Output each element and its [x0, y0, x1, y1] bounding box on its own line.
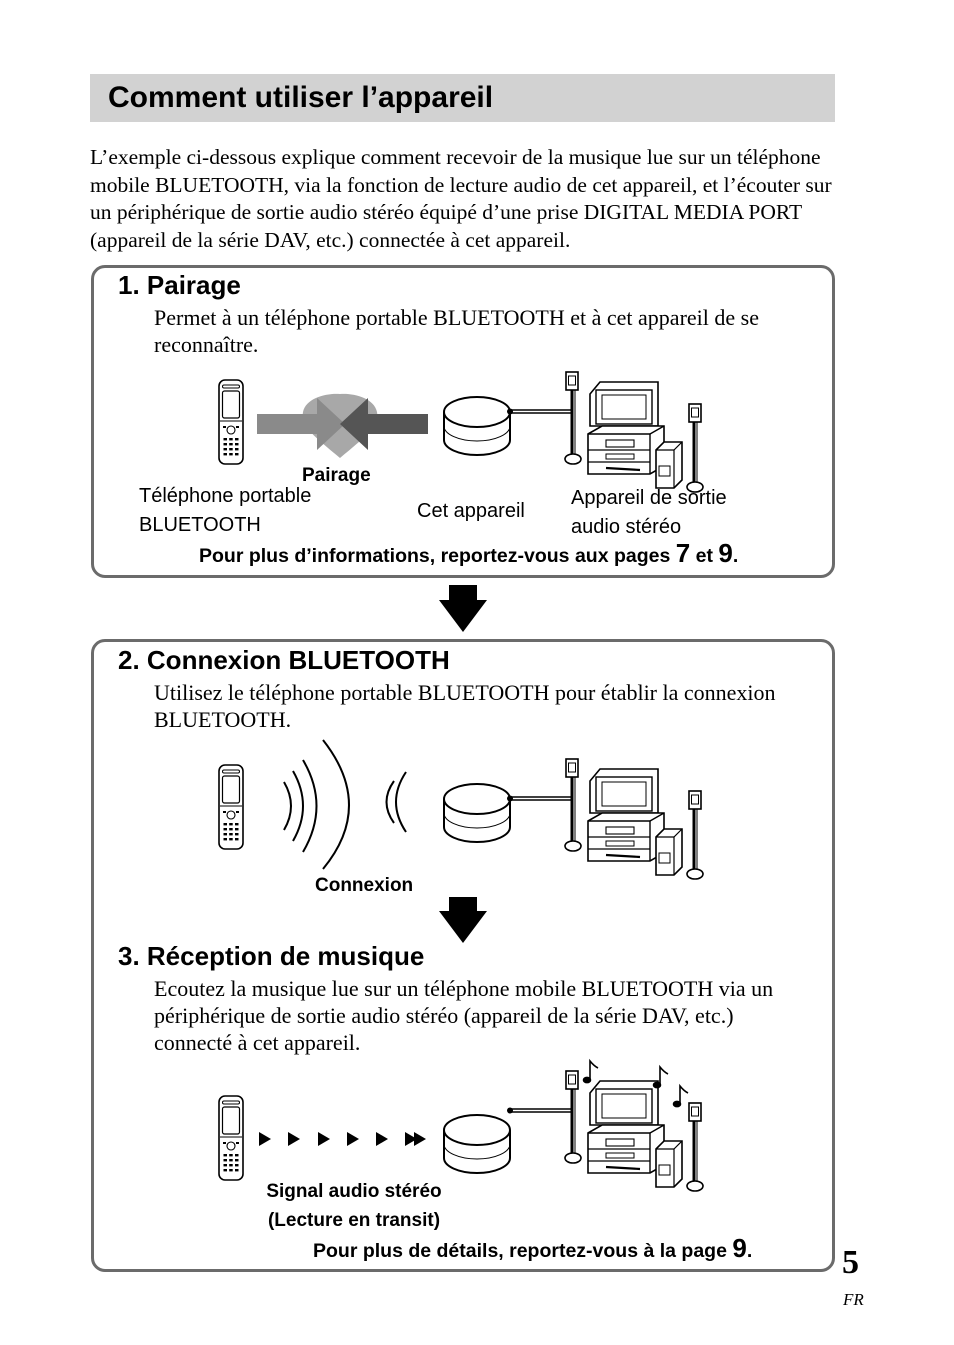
step3-text: Ecoutez la musique lue sur un téléphone …	[154, 976, 774, 1055]
step3-reference-end: .	[746, 1240, 753, 1262]
step2-3-panel	[91, 639, 835, 1272]
step1-reference: Pour plus d’informations, reportez-vous …	[199, 538, 738, 569]
output-label-line1: Appareil de sortie	[571, 487, 727, 509]
step3-reference-page: 9	[732, 1233, 747, 1263]
connection-label: Connexion	[315, 875, 414, 896]
pairing-label: Pairage	[302, 465, 371, 486]
step1-reference-text: Pour plus d’informations, reportez-vous …	[199, 545, 671, 567]
device-label: Cet appareil	[417, 500, 525, 522]
arrow-down-icon	[439, 585, 487, 632]
receiver-unit-icon	[443, 1114, 511, 1174]
page-title-bar: Comment utiliser l’appareil	[90, 74, 835, 122]
intro-paragraph: L’exemple ci-dessous explique comment re…	[90, 145, 832, 252]
step1-text: Permet à un téléphone portable BLUETOOTH…	[154, 305, 759, 357]
phone-label-line2: BLUETOOTH	[139, 514, 261, 536]
signal-label-line2: (Lecture en transit)	[267, 1210, 441, 1231]
output-label-line2: audio stéréo	[571, 516, 682, 538]
step3-reference-text: Pour plus de détails, reportez-vous à la…	[313, 1240, 727, 1262]
step2-title: 2. Connexion BLUETOOTH	[118, 645, 450, 675]
pairing-icon	[257, 393, 428, 458]
phone-icon	[218, 764, 244, 850]
step1-reference-end: .	[732, 545, 739, 567]
page-title: Comment utiliser l’appareil	[108, 81, 494, 114]
language-code: FR	[843, 1290, 864, 1309]
phone-label-line1: Téléphone portable	[139, 485, 312, 507]
receiver-unit-icon	[443, 396, 511, 456]
music-notes-icon	[582, 1058, 689, 1108]
phone-icon	[218, 379, 244, 465]
step1-reference-page-b: 9	[718, 538, 733, 568]
step3-title: 3. Réception de musique	[118, 941, 425, 971]
page-number: 5	[842, 1244, 859, 1281]
step1-title: 1. Pairage	[118, 270, 241, 300]
signal-label-line1: Signal audio stéréo	[266, 1181, 442, 1202]
step1-reference-and: et	[695, 545, 713, 567]
audio-system-icon	[505, 370, 705, 494]
audio-system-icon	[505, 1069, 705, 1193]
arrow-down-icon	[439, 897, 487, 943]
audio-system-icon	[505, 757, 705, 881]
wireless-signal-icon	[283, 739, 407, 870]
receiver-unit-icon	[443, 783, 511, 843]
step2-text: Utilisez le téléphone portable BLUETOOTH…	[154, 680, 776, 732]
stream-arrows-icon	[259, 1132, 426, 1146]
step3-reference: Pour plus de détails, reportez-vous à la…	[313, 1233, 752, 1264]
step1-panel	[91, 265, 835, 578]
step1-reference-page-a: 7	[675, 538, 691, 568]
phone-icon	[218, 1095, 244, 1181]
